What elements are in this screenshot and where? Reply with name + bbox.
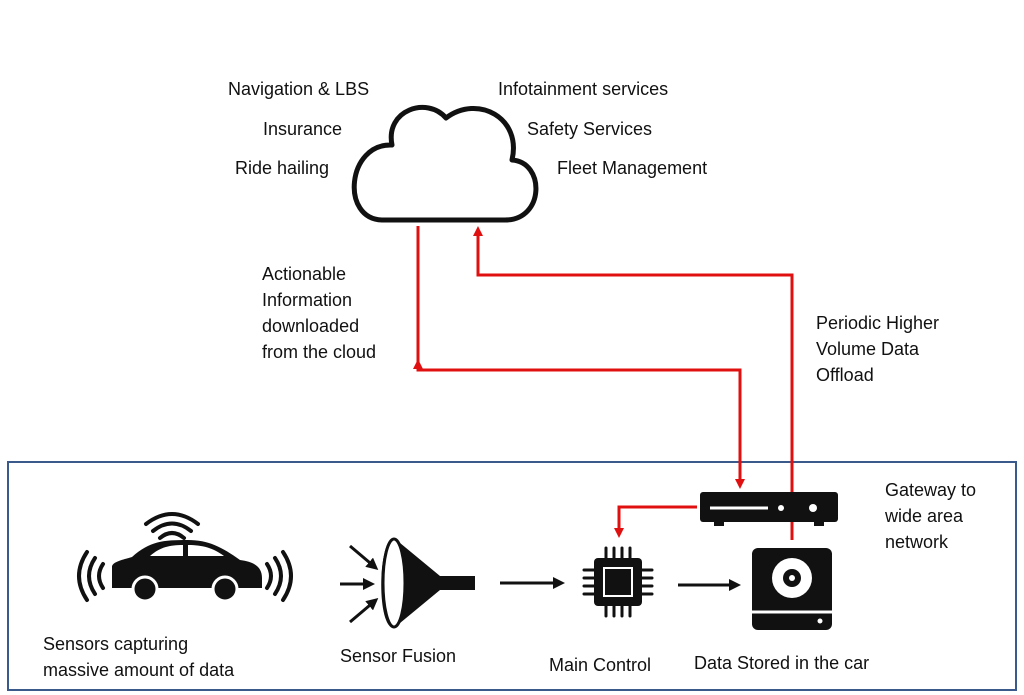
download-label-line: Information [262, 290, 353, 310]
service-insurance: Insurance [263, 119, 343, 139]
download-label-line: Actionable [262, 264, 347, 284]
signal-waves-right-icon [265, 550, 293, 602]
sensor-car-icon [112, 540, 262, 603]
sensor-fusion-label: Sensor Fusion [340, 646, 457, 666]
cloud-icon [351, 105, 539, 223]
service-ride-hailing: Ride hailing [235, 158, 330, 178]
download-label-line: from the cloud [262, 342, 377, 362]
gateway-router-icon [700, 492, 838, 526]
service-navigation-lbs: Navigation & LBS [228, 79, 370, 99]
gateway-to-control-arrow [614, 505, 697, 538]
data-stored-label: Data Stored in the car [694, 653, 870, 673]
offload-label-line: Volume Data [816, 339, 920, 359]
service-safety: Safety Services [527, 119, 653, 139]
signal-waves-left-icon [77, 550, 105, 602]
download-label-line: downloaded [262, 316, 360, 336]
service-fleet-management: Fleet Management [557, 158, 708, 178]
sensors-label-line: massive amount of data [43, 660, 235, 680]
car-system-boundary [7, 461, 1017, 691]
service-infotainment: Infotainment services [498, 79, 669, 99]
cpu-chip-icon [582, 546, 654, 618]
offload-label-line: Periodic Higher [816, 313, 940, 333]
sensors-label-line: Sensors capturing [43, 634, 189, 654]
offload-label-line: Offload [816, 365, 874, 385]
offload-flow-arrow [473, 226, 794, 540]
download-flow-label: Actionable Information downloaded from t… [262, 261, 376, 365]
main-control-label: Main Control [549, 655, 652, 675]
sensor-input-arrows [340, 544, 379, 624]
gateway-label-line: network [885, 532, 949, 552]
gateway-label-line: Gateway to [885, 480, 977, 500]
gateway-label: Gateway to wide area network [885, 477, 976, 555]
hard-drive-icon [752, 548, 832, 630]
signal-waves-top-icon [144, 512, 200, 540]
download-flow-arrow [416, 226, 745, 489]
sensor-fusion-funnel-icon [381, 537, 475, 629]
gateway-label-line: wide area [885, 506, 964, 526]
offload-flow-label: Periodic Higher Volume Data Offload [816, 310, 939, 388]
sensors-label: Sensors capturing massive amount of data [43, 631, 234, 683]
